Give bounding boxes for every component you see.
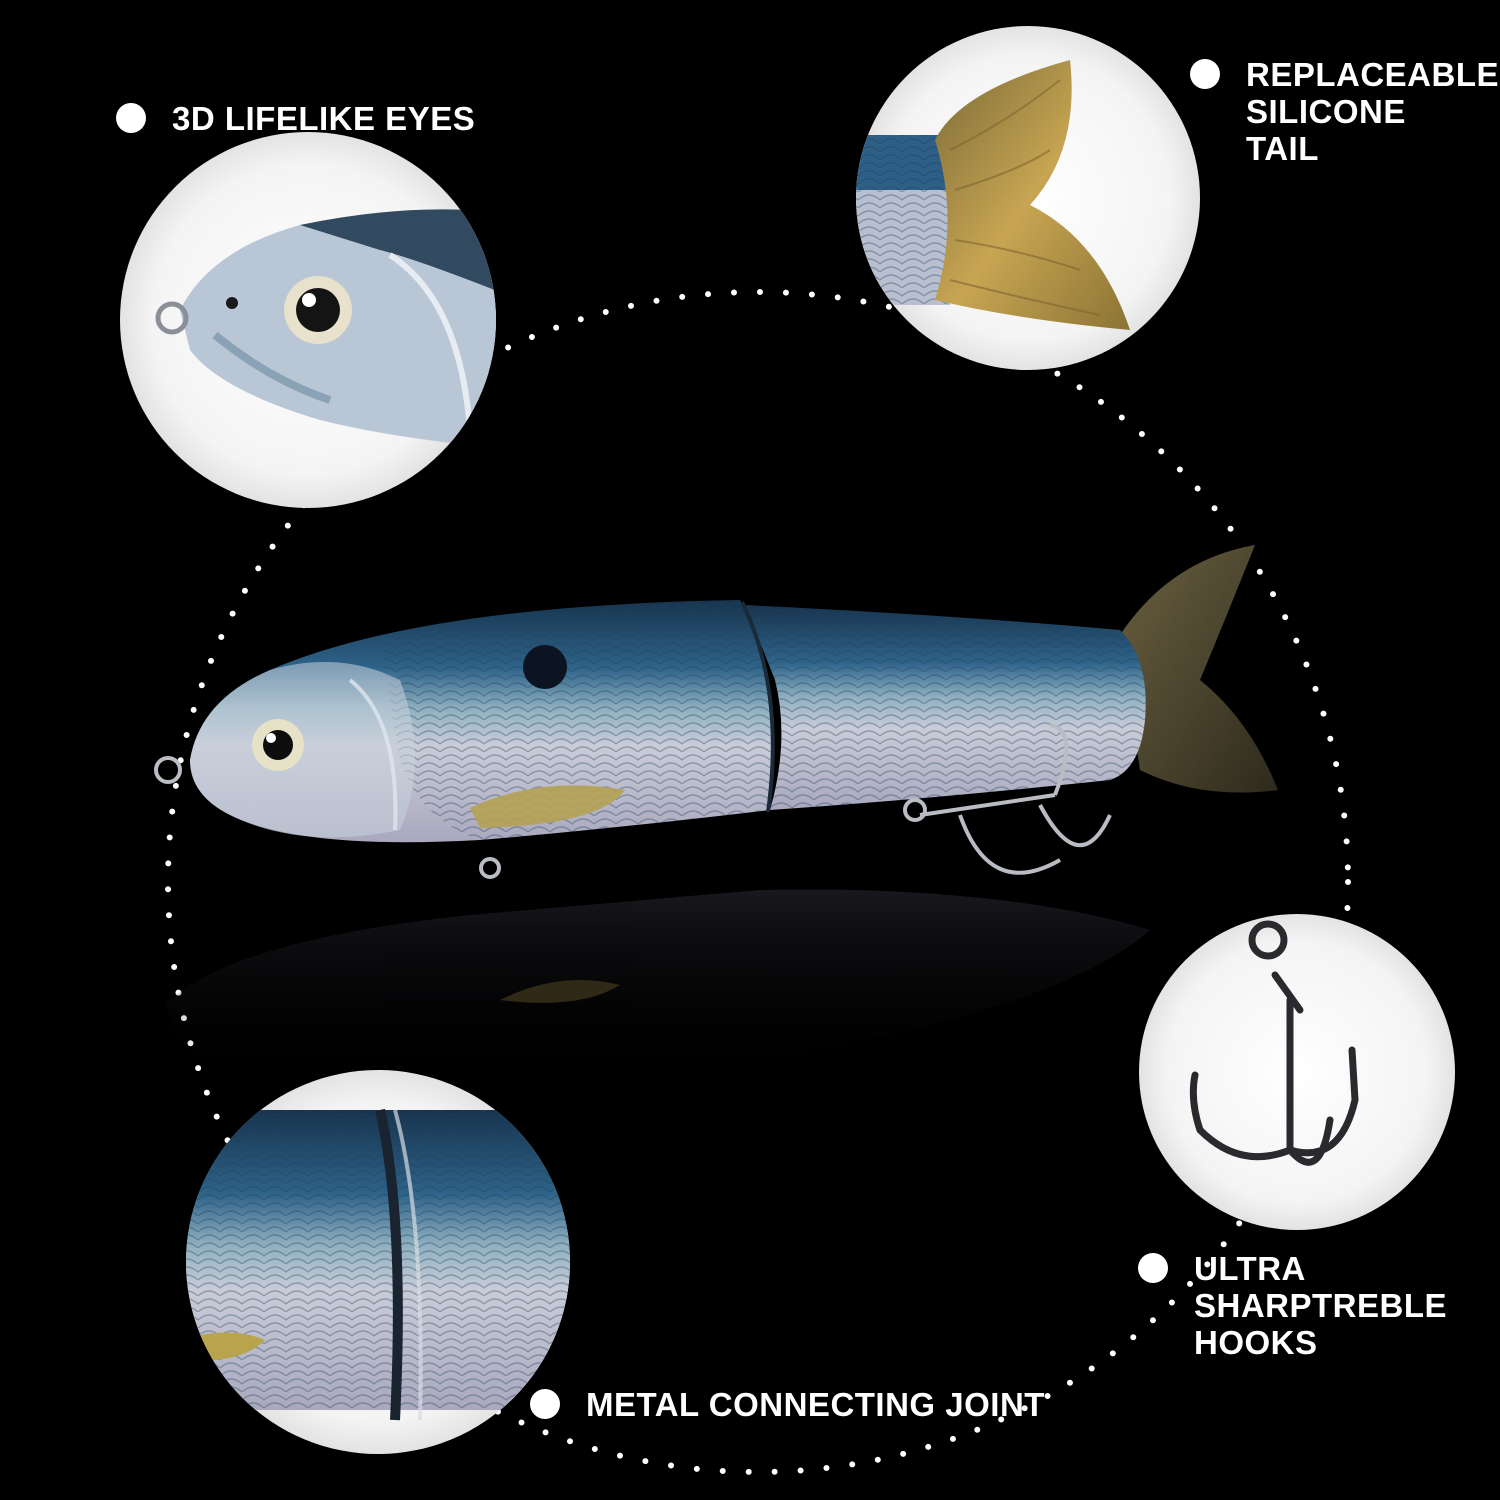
callout-eyes: 3D LIFELIKE EYES — [116, 100, 475, 137]
zoom-hooks — [1139, 914, 1455, 1230]
zoom-eyes — [120, 132, 496, 508]
bullet-dot — [530, 1389, 560, 1419]
callout-joint: METAL CONNECTING JOINT — [530, 1386, 1045, 1423]
zoom-joint — [186, 1070, 570, 1454]
callout-tail: REPLACEABLE SILICONE TAIL — [1190, 56, 1499, 167]
bullet-dot — [1138, 1253, 1168, 1283]
callout-hooks-line-3: HOOKS — [1194, 1324, 1318, 1361]
callout-hooks-line-2: SHARPTREBLE — [1194, 1287, 1448, 1324]
lure-reflection — [165, 889, 1150, 1085]
bullet-dot — [1190, 59, 1220, 89]
callout-eyes-line-1: 3D LIFELIKE EYES — [172, 100, 476, 137]
callout-tail-line-1: REPLACEABLE — [1246, 56, 1500, 93]
callout-hooks: ULTRA SHARPTREBLE HOOKS — [1138, 1250, 1447, 1361]
lure-body — [154, 545, 1278, 879]
zoom-tail — [856, 26, 1200, 370]
callout-hooks-line-1: ULTRA — [1194, 1250, 1306, 1287]
callout-tail-line-3: TAIL — [1246, 130, 1319, 167]
dotted-ring — [165, 289, 1351, 1475]
lure-tail — [1120, 545, 1278, 793]
callout-tail-line-2: SILICONE — [1246, 93, 1406, 130]
callout-joint-line-1: METAL CONNECTING JOINT — [586, 1386, 1045, 1423]
lure-hook — [903, 723, 1112, 875]
bullet-dot — [116, 103, 146, 133]
